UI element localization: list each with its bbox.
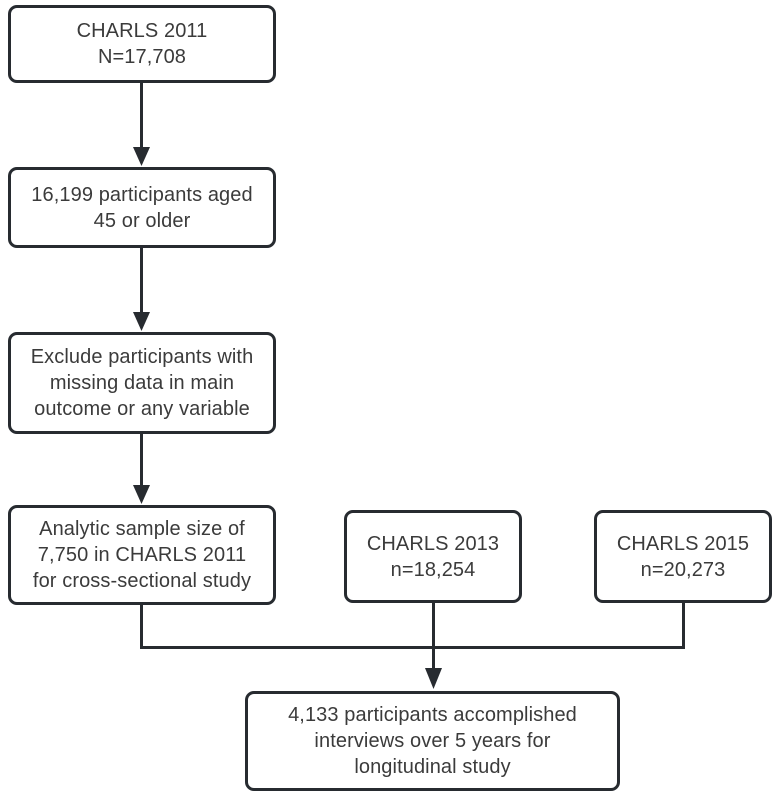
edge-charls-2015-to-merge <box>433 603 685 649</box>
node-analytic-sample: Analytic sample size of 7,750 in CHARLS … <box>8 505 276 605</box>
node-exclude-missing-data-label: Exclude participants with missing data i… <box>30 346 254 420</box>
arrowhead-to-aged-45 <box>133 147 150 166</box>
node-longitudinal-study: 4,133 participants accomplished intervie… <box>245 691 620 791</box>
node-charls-2013: CHARLS 2013 n=18,254 <box>344 510 522 603</box>
node-charls-2011: CHARLS 2011 N=17,708 <box>8 5 276 83</box>
node-charls-2015-label: CHARLS 2015 n=20,273 <box>616 532 750 581</box>
edge-analytic-to-merge <box>140 605 434 649</box>
node-analytic-sample-label: Analytic sample size of 7,750 in CHARLS … <box>32 518 252 592</box>
arrowhead-to-exclude-missing <box>133 312 150 331</box>
arrowhead-to-longitudinal <box>425 668 442 689</box>
node-aged-45-or-older: 16,199 participants aged 45 or older <box>8 167 276 248</box>
node-charls-2013-label: CHARLS 2013 n=18,254 <box>366 532 500 581</box>
node-longitudinal-study-label: 4,133 participants accomplished intervie… <box>288 704 577 778</box>
arrowhead-to-analytic-sample <box>133 485 150 504</box>
node-charls-2015: CHARLS 2015 n=20,273 <box>594 510 772 603</box>
node-exclude-missing-data: Exclude participants with missing data i… <box>8 332 276 434</box>
node-aged-45-or-older-label: 16,199 participants aged 45 or older <box>31 183 253 232</box>
node-charls-2011-label: CHARLS 2011 N=17,708 <box>76 20 208 68</box>
